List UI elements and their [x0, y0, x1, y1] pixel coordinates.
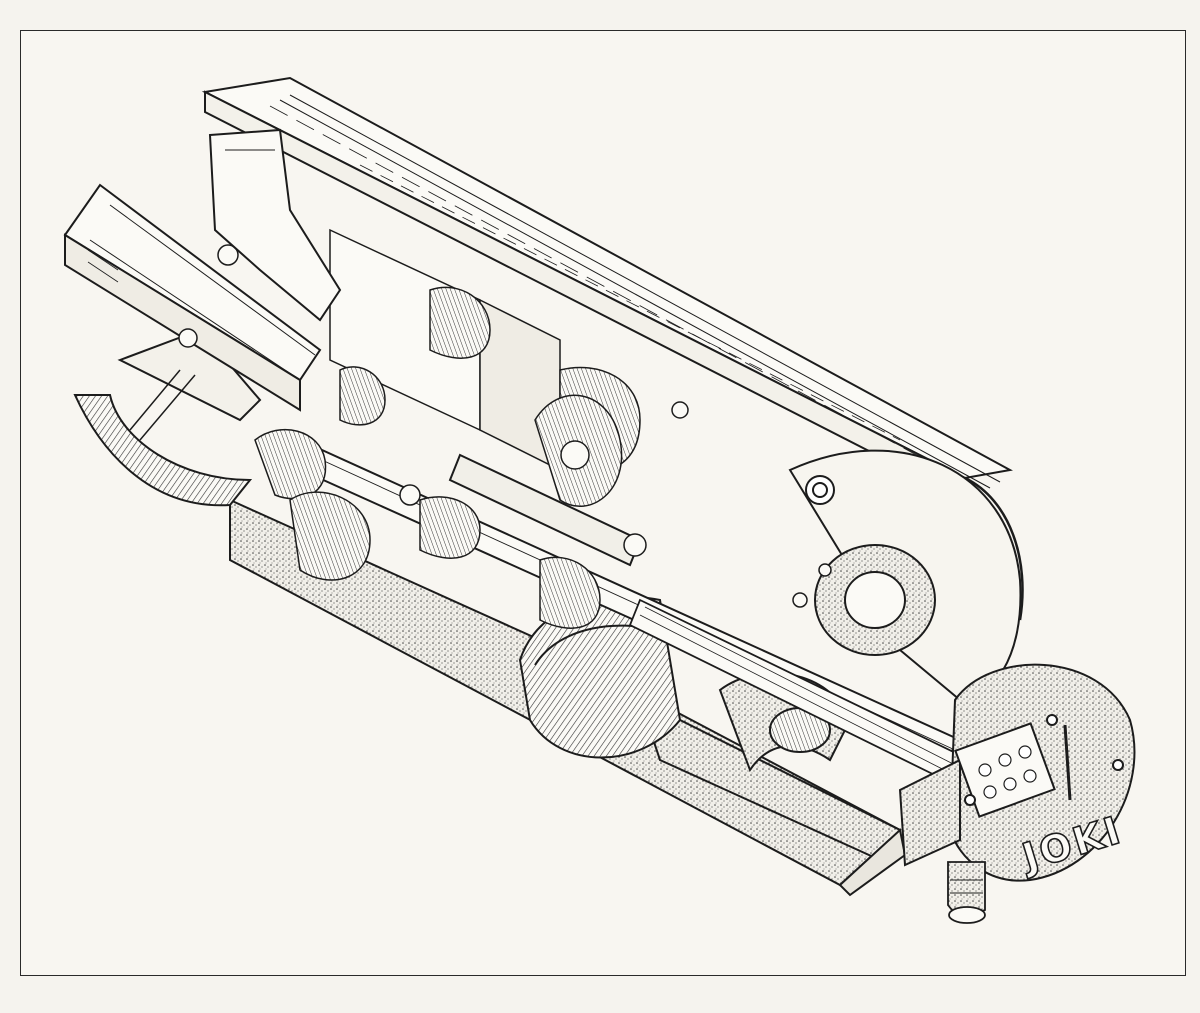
drive-shaft — [63, 183, 322, 412]
cable-gland-icon — [947, 861, 986, 924]
drum-shell — [201, 76, 1013, 502]
drum-end-flange — [788, 449, 1024, 702]
bevel-gear-icon — [534, 394, 623, 507]
spur-gear-icon — [254, 366, 386, 581]
upper-bracket — [208, 128, 342, 322]
terminal-screws — [978, 745, 1037, 799]
left-mount-bracket — [73, 328, 262, 507]
terminal-box — [898, 663, 1136, 882]
